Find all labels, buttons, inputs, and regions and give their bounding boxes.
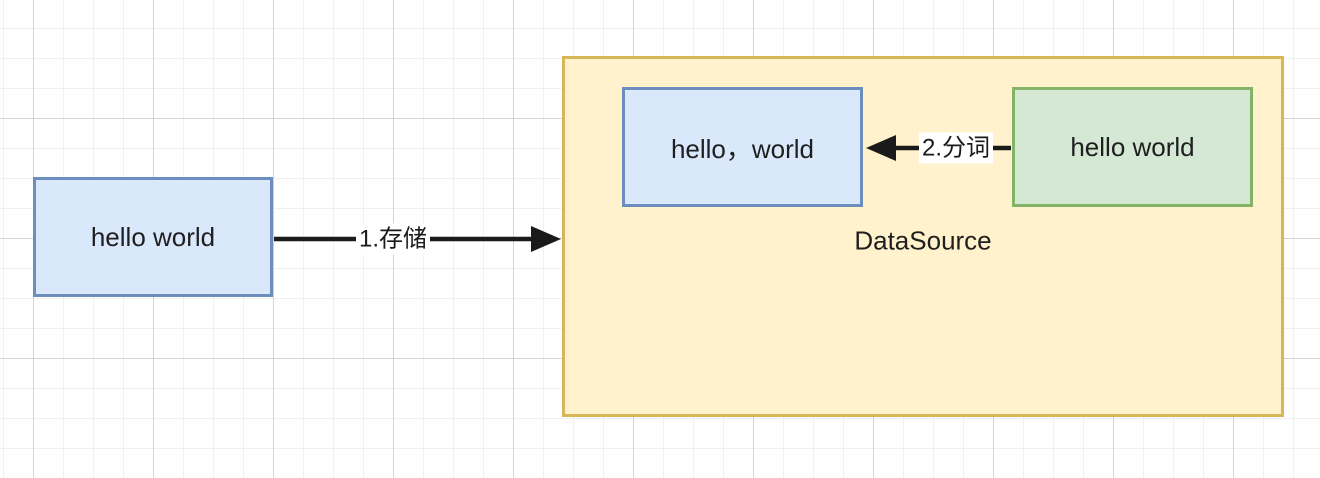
source-text-label: hello world <box>90 221 216 252</box>
segmented-text-node: hello，world <box>622 87 863 207</box>
source-text-node: hello world <box>33 177 273 297</box>
raw-text-node: hello world <box>1012 87 1253 207</box>
segmented-text-label: hello，world <box>670 133 815 164</box>
store-arrow-label: 1.存储 <box>355 223 431 255</box>
raw-text-label: hello world <box>1070 131 1195 162</box>
segment-arrow-label: 2.分词 <box>918 132 994 164</box>
datasource-label: DataSource <box>854 225 992 256</box>
